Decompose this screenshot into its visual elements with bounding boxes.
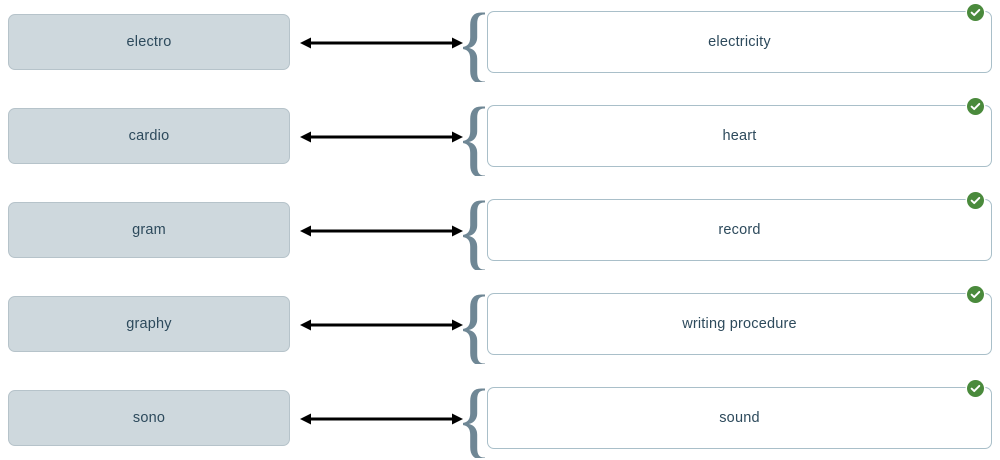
curly-brace-icon: { bbox=[463, 98, 485, 176]
term-tile[interactable]: sono bbox=[8, 390, 290, 446]
term-label: gram bbox=[132, 222, 166, 238]
double-headed-arrow-icon bbox=[300, 318, 463, 332]
check-circle-icon bbox=[967, 192, 984, 209]
curly-brace-icon: { bbox=[463, 4, 485, 82]
double-headed-arrow-icon bbox=[300, 224, 463, 238]
definition-tile-wrap: heart bbox=[487, 98, 992, 167]
definition-label: heart bbox=[722, 128, 757, 144]
curly-brace-icon: { bbox=[463, 286, 485, 364]
definition-tile-wrap: record bbox=[487, 192, 992, 261]
definition-label: writing procedure bbox=[682, 316, 797, 332]
definition-label: electricity bbox=[708, 34, 771, 50]
check-circle-icon bbox=[967, 4, 984, 21]
definition-label: sound bbox=[719, 410, 760, 426]
match-row: sono { sound bbox=[0, 376, 1000, 460]
check-circle-icon bbox=[967, 380, 984, 397]
definition-tile-wrap: sound bbox=[487, 380, 992, 449]
term-tile[interactable]: cardio bbox=[8, 108, 290, 164]
term-label: cardio bbox=[128, 128, 170, 144]
double-headed-arrow-icon bbox=[300, 36, 463, 50]
check-circle-icon bbox=[967, 286, 984, 303]
curly-brace-icon: { bbox=[463, 192, 485, 270]
term-tile[interactable]: gram bbox=[8, 202, 290, 258]
term-tile[interactable]: graphy bbox=[8, 296, 290, 352]
match-row: cardio { heart bbox=[0, 94, 1000, 178]
match-row: electro { electricity bbox=[0, 0, 1000, 84]
definition-tile[interactable]: sound bbox=[487, 387, 992, 449]
check-circle-icon bbox=[967, 98, 984, 115]
term-label: graphy bbox=[126, 316, 172, 332]
definition-tile-wrap: writing procedure bbox=[487, 286, 992, 355]
double-headed-arrow-icon bbox=[300, 130, 463, 144]
match-row: gram { record bbox=[0, 188, 1000, 272]
term-label: electro bbox=[126, 34, 172, 50]
double-headed-arrow-icon bbox=[300, 412, 463, 426]
definition-tile[interactable]: writing procedure bbox=[487, 293, 992, 355]
definition-label: record bbox=[718, 222, 761, 238]
term-label: sono bbox=[132, 410, 166, 426]
definition-tile-wrap: electricity bbox=[487, 4, 992, 73]
term-tile[interactable]: electro bbox=[8, 14, 290, 70]
curly-brace-icon: { bbox=[463, 380, 485, 458]
definition-tile[interactable]: electricity bbox=[487, 11, 992, 73]
match-row: graphy { writing procedure bbox=[0, 282, 1000, 366]
definition-tile[interactable]: heart bbox=[487, 105, 992, 167]
definition-tile[interactable]: record bbox=[487, 199, 992, 261]
